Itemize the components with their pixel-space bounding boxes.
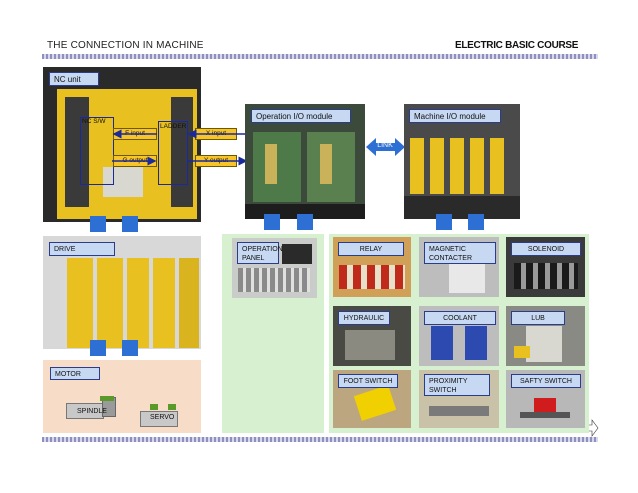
nc-sw-frame (80, 117, 114, 185)
down-arrow-drive-1 (90, 340, 106, 356)
foot-switch-label: FOOT SWITCH (338, 374, 398, 388)
safty-switch-label: SAFTY SWITCH (511, 374, 581, 388)
servo-motor-icon (140, 411, 178, 427)
operation-io-label: Operation I/O module (251, 109, 351, 123)
hydraulic-label: HYDRAULIC (338, 311, 390, 325)
machine-io-photo (404, 104, 520, 219)
top-divider (42, 54, 598, 59)
operation-panel-label: OPERATION PANEL (237, 242, 283, 264)
nc-unit-label: NC unit (49, 72, 99, 86)
ladder-label: LADDER (160, 123, 187, 130)
motor-label: MOTOR (50, 367, 100, 380)
magnetic-contacter-label: MAGNETIC CONTACTER (424, 242, 496, 264)
bottom-divider (42, 437, 598, 442)
down-arrow-op-2 (297, 214, 313, 230)
link-label: LINK (377, 142, 393, 149)
nc-sw-label: NC S/W (82, 118, 106, 125)
servo-label: SERVO (150, 414, 175, 421)
relay-label: RELAY (338, 242, 404, 256)
spindle-label: SPINDLE (77, 408, 107, 415)
lub-label: LUB (511, 311, 565, 325)
down-arrow-nc-1 (90, 216, 106, 232)
down-arrow-drive-2 (122, 340, 138, 356)
proximity-switch-label: PROXIMITY SWITCH (424, 374, 490, 396)
down-arrow-nc-2 (122, 216, 138, 232)
operation-panel-photo (232, 238, 317, 298)
course-title: ELECTRIC BASIC COURSE (455, 40, 579, 51)
drive-label: DRIVE (49, 242, 115, 256)
page-title: THE CONNECTION IN MACHINE (47, 40, 204, 51)
solenoid-label: SOLENOID (511, 242, 581, 256)
down-arrow-mach-1 (436, 214, 452, 230)
coolant-label: COOLANT (424, 311, 496, 325)
machine-io-label: Machine I/O module (409, 109, 501, 123)
down-arrow-mach-2 (468, 214, 484, 230)
ladder-frame (158, 121, 188, 185)
down-arrow-op-1 (264, 214, 280, 230)
